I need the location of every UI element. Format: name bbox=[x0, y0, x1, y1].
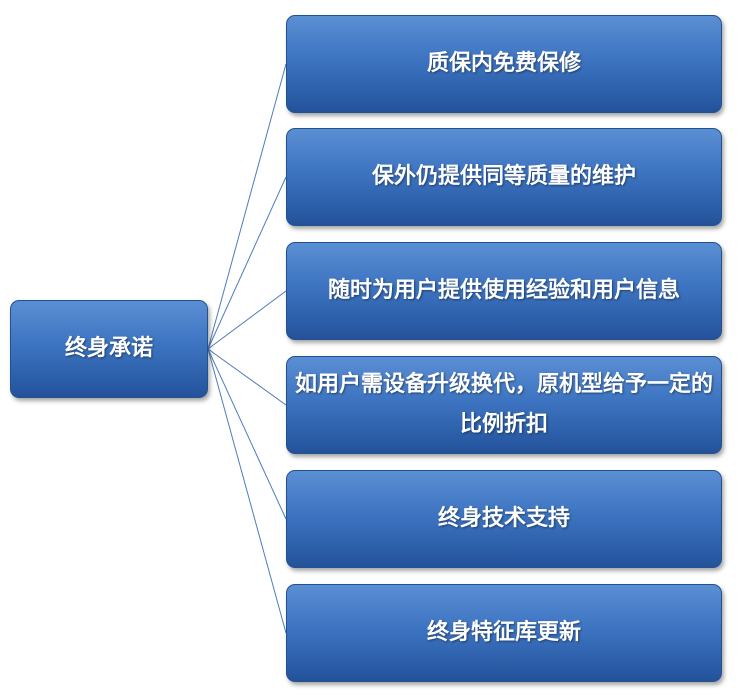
root-node-label: 终身承诺 bbox=[64, 336, 153, 361]
child-node-label: 保外仍提供同等质量的维护 bbox=[371, 164, 636, 189]
connector-line bbox=[207, 290, 287, 350]
connector-line bbox=[207, 176, 287, 350]
child-node-label: 终身技术支持 bbox=[437, 506, 570, 531]
child-node-warranty-repair: 质保内免费保修 bbox=[286, 15, 722, 113]
child-node-label: 终身特征库更新 bbox=[426, 620, 581, 645]
connector-line bbox=[207, 348, 287, 406]
child-node-label: 质保内免费保修 bbox=[426, 51, 581, 76]
connector-line bbox=[207, 348, 287, 520]
child-node-upgrade-discount: 如用户需设备升级换代，原机型给予一定的比例折扣 bbox=[286, 356, 722, 454]
child-node-post-warranty-maintenance: 保外仍提供同等质量的维护 bbox=[286, 128, 722, 226]
root-node: 终身承诺 bbox=[10, 300, 208, 398]
child-node-technical-support: 终身技术支持 bbox=[286, 470, 722, 568]
child-node-signature-update: 终身特征库更新 bbox=[286, 584, 722, 682]
child-node-label: 如用户需设备升级换代，原机型给予一定的比例折扣 bbox=[294, 372, 713, 437]
child-node-user-information: 随时为用户提供使用经验和用户信息 bbox=[286, 242, 722, 340]
child-node-label: 随时为用户提供使用经验和用户信息 bbox=[327, 278, 680, 303]
connector-line bbox=[207, 63, 287, 350]
connector-line bbox=[207, 348, 287, 634]
